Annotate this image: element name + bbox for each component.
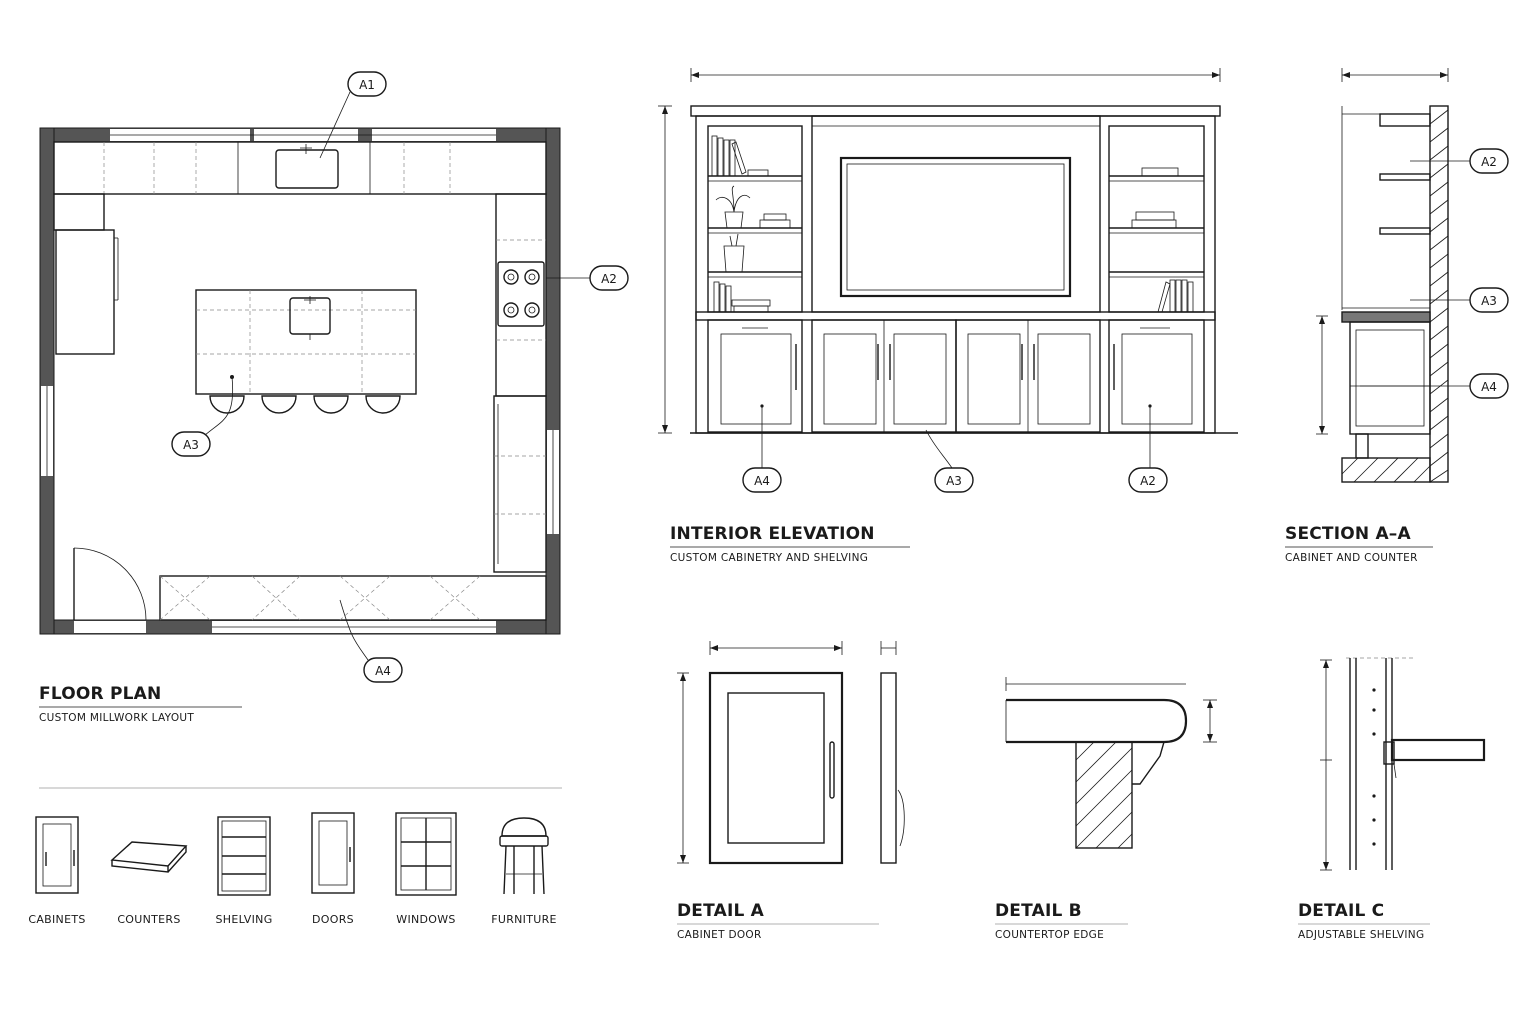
detail-b-subtitle: COUNTERTOP EDGE bbox=[995, 929, 1104, 941]
detail-b-title: DETAIL B bbox=[995, 901, 1082, 921]
interior-elevation: A4 A3 A2 INTERIOR ELEVATION CUSTOM CABIN… bbox=[658, 68, 1238, 564]
elevation-left-shelves bbox=[707, 125, 803, 313]
callout-label: A1 bbox=[359, 78, 375, 92]
section-floor-hatch bbox=[1341, 457, 1431, 483]
section-aa: A2 A3 A4 SECTION A–A CABINET AND COUNTER bbox=[1285, 68, 1509, 564]
plan-island bbox=[195, 289, 417, 414]
legend-windows-icon bbox=[395, 812, 457, 896]
plan-callout-a3: A3 bbox=[171, 376, 234, 457]
callout-label: A4 bbox=[1481, 380, 1497, 394]
callout-label: A2 bbox=[1481, 155, 1497, 169]
callout-label: A4 bbox=[375, 664, 391, 678]
floor-plan: A1 A2 A3 A4 FLOOR PLAN CUSTOM MILLWORK L… bbox=[39, 71, 629, 724]
callout-label: A3 bbox=[183, 438, 199, 452]
plan-walls bbox=[39, 127, 561, 635]
floor-plan-subtitle: CUSTOM MILLWORK LAYOUT bbox=[39, 712, 194, 724]
plan-right-counter bbox=[493, 193, 547, 573]
legend-windows-label: WINDOWS bbox=[396, 913, 455, 926]
detail-b: DETAIL B COUNTERTOP EDGE bbox=[995, 677, 1217, 941]
legend-shelving-icon bbox=[217, 816, 271, 896]
legend-cabinets-label: CABINETS bbox=[28, 913, 85, 926]
plan-bottom-counter bbox=[159, 575, 547, 621]
detail-c-subtitle: ADJUSTABLE SHELVING bbox=[1298, 929, 1424, 941]
section-aa-title: SECTION A–A bbox=[1285, 524, 1412, 544]
plan-callout-a4: A4 bbox=[339, 599, 403, 683]
section-aa-subtitle: CABINET AND COUNTER bbox=[1285, 552, 1418, 564]
legend-doors-icon bbox=[311, 812, 355, 894]
legend-cabinets-icon bbox=[35, 816, 79, 894]
elevation-callout-a3: A3 bbox=[925, 429, 974, 493]
section-callout-a2: A2 bbox=[1410, 148, 1509, 174]
callout-label: A2 bbox=[601, 272, 617, 286]
detail-c-title: DETAIL C bbox=[1298, 901, 1384, 921]
interior-elevation-subtitle: CUSTOM CABINETRY AND SHELVING bbox=[670, 552, 868, 564]
detail-a-subtitle: CABINET DOOR bbox=[677, 929, 762, 941]
callout-label: A2 bbox=[1140, 474, 1156, 488]
legend: CABINETS COUNTERS SHELVING DOORS WI bbox=[28, 787, 562, 926]
legend-counters-label: COUNTERS bbox=[117, 913, 180, 926]
detail-a: DETAIL A CABINET DOOR bbox=[677, 641, 905, 941]
elevation-callout-a4: A4 bbox=[742, 406, 782, 493]
legend-shelving-label: SHELVING bbox=[215, 913, 272, 926]
plan-callout-a1: A1 bbox=[319, 71, 387, 159]
elevation-right-shelves bbox=[1108, 125, 1205, 313]
callout-label: A3 bbox=[946, 474, 962, 488]
section-callout-a4: A4 bbox=[1360, 373, 1509, 399]
legend-furniture-label: FURNITURE bbox=[491, 913, 557, 926]
section-callout-a3: A3 bbox=[1410, 287, 1509, 313]
elevation-lower-cabinets bbox=[707, 319, 1205, 433]
plan-callout-a2: A2 bbox=[546, 265, 629, 291]
floor-plan-title: FLOOR PLAN bbox=[39, 684, 161, 704]
plan-left-counter bbox=[53, 193, 119, 355]
detail-c: DETAIL C ADJUSTABLE SHELVING bbox=[1298, 657, 1486, 941]
elevation-callout-a2: A2 bbox=[1128, 406, 1168, 493]
plan-top-counter bbox=[53, 141, 547, 195]
plan-door bbox=[73, 547, 147, 621]
section-wall-hatch bbox=[1429, 109, 1449, 483]
callout-label: A3 bbox=[1481, 294, 1497, 308]
interior-elevation-title: INTERIOR ELEVATION bbox=[670, 524, 875, 544]
legend-doors-label: DOORS bbox=[312, 913, 354, 926]
legend-counters-icon bbox=[110, 841, 188, 873]
callout-label: A4 bbox=[754, 474, 770, 488]
legend-furniture-icon bbox=[499, 817, 549, 895]
elevation-tv bbox=[811, 115, 1101, 313]
elevation-dimensions bbox=[658, 68, 1221, 434]
detail-a-title: DETAIL A bbox=[677, 901, 765, 921]
